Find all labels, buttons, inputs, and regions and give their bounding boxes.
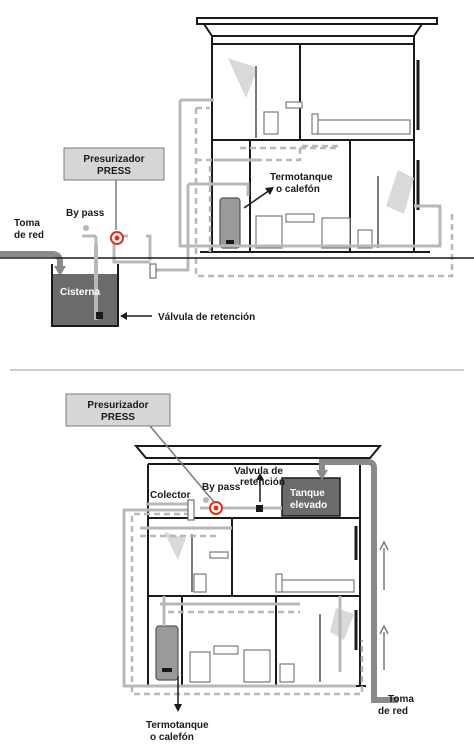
bottom-heater-label-2: o calefón (150, 732, 194, 743)
bottom-flow-arrows (379, 540, 389, 670)
top-check-valve-label: Válvula de retención (158, 312, 255, 323)
bottom-check-valve-icon (256, 505, 263, 512)
bottom-lamp-light-2 (330, 608, 354, 640)
top-mains-inlet-pipe (0, 251, 63, 268)
bottom-inlet-label-2: de red (378, 706, 408, 717)
top-bypass-node (83, 225, 89, 231)
bottom-pressurizer-label-1: Presurizador (87, 400, 148, 411)
bottom-fixtures (189, 534, 355, 683)
top-pressurizer-label-1: Presurizador (83, 154, 144, 165)
top-pipes (82, 98, 454, 318)
bottom-inlet-label-1: Toma (388, 694, 414, 705)
top-heater-base (226, 240, 234, 244)
top-lamp-light-1 (228, 58, 258, 98)
bottom-bypass-label: By pass (202, 482, 241, 493)
top-heater-arrow (243, 189, 271, 209)
top-inlet-label-2: de red (14, 230, 44, 241)
top-cistern (51, 244, 119, 327)
top-water-heater (219, 197, 241, 249)
top-fixtures (255, 66, 411, 249)
bottom-collector-label: Colector (150, 490, 191, 501)
bottom-tank-label-2: elevado (290, 500, 327, 511)
bottom-diagram: Tanque elevado (65, 393, 414, 743)
top-bypass-label: By pass (66, 208, 105, 219)
bottom-water-heater (155, 625, 179, 681)
bottom-tank-label-1: Tanque (290, 488, 325, 499)
top-diagram: Cisterna Presurizador PRESS By pass Toma… (0, 17, 474, 327)
top-pressurizer-label-2: PRESS (97, 166, 131, 177)
bottom-pipes (122, 502, 364, 696)
top-lamp-light-2 (386, 170, 414, 214)
bottom-check-valve-label-2: retención (240, 477, 285, 488)
bottom-check-valve-label-1: Valvula de (234, 466, 283, 477)
bottom-bypass-node (203, 497, 209, 503)
bottom-mains-riser-pipe (319, 459, 398, 703)
top-inlet-label-1: Toma (14, 218, 40, 229)
bottom-collector-fitting (187, 499, 195, 521)
top-collector-fitting (149, 263, 157, 279)
top-heater-label-1: Termotanque (270, 172, 333, 183)
bottom-pressurizer-box (65, 393, 171, 427)
top-cistern-label: Cisterna (60, 287, 100, 298)
top-heater-label-2: o calefón (276, 184, 320, 195)
top-house-roof (196, 17, 438, 45)
bottom-elevated-tank (281, 477, 341, 517)
top-pressurizer-box (63, 147, 165, 181)
bottom-pressurizer-label-2: PRESS (101, 412, 135, 423)
bottom-lamp-light-1 (164, 532, 186, 560)
bottom-heater-label-1: Termotanque (146, 720, 209, 731)
